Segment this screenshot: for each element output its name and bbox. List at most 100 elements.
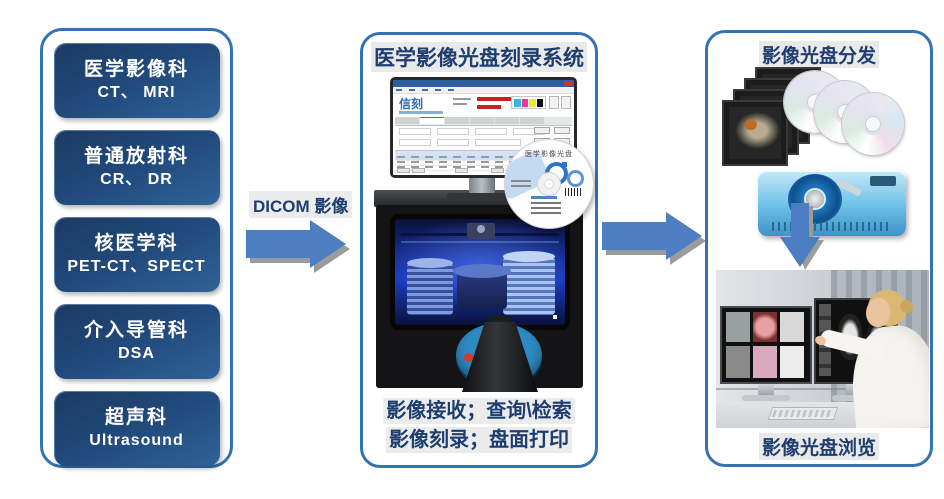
ink-level-indicator [511,96,546,109]
drive-vents [772,222,892,231]
form-button [554,127,570,134]
bottom-button [455,168,468,173]
endoscopy-thumbnail [753,312,777,342]
diagnostic-monitor-left [720,306,812,384]
disc-center-hole [538,173,560,195]
right-arrow-icon [246,220,350,273]
disc-spindle-right [503,251,555,315]
disc-spindle-left [407,258,453,315]
monitor-stand-neck [469,178,495,196]
toolbar-button [561,96,571,109]
burning-software-screenshot: 信刻 [393,80,574,175]
dept-modalities: DSA [118,344,155,362]
drive-hub [806,190,824,208]
tab [495,117,519,124]
radiologist-viewing-photo [716,270,929,428]
screen-titlebar [393,80,574,87]
departments-panel: 医学影像科 CT、 MRI 普通放射科 CR、 DR 核医学科 PET-CT、S… [40,28,233,468]
form-field [475,128,507,135]
black-ink-chip [536,99,543,107]
dept-box-ultrasound: 超声科 Ultrasound [53,391,220,466]
tab-active [420,117,444,124]
disc-drive-device [758,170,906,236]
dept-name: 超声科 [104,406,168,428]
screen-menubar [393,87,574,94]
dept-name: 医学影像科 [83,58,189,80]
patient-info-header-bar [531,196,557,199]
scan-thumbnail [726,346,750,378]
histology-thumbnail [753,346,777,378]
monitor-stand [758,384,774,396]
dept-box-nuclear-medicine: 核医学科 PET-CT、SPECT [53,217,220,292]
mri-image [729,107,781,159]
magenta-ink-chip [521,99,528,107]
output-spindle-knob [489,315,511,325]
disc-art-square [562,162,567,167]
dept-name: 普通放射科 [83,145,189,167]
row-text [397,161,567,163]
dept-modalities: CR、 DR [100,170,173,188]
status-label-bar [453,103,467,105]
center-panel-title: 医学影像光盘刻录系统 [371,42,587,72]
row-text [397,166,567,168]
table-row-selected [395,155,572,161]
disc-info-line [511,180,531,182]
status-warning-bar [477,97,513,101]
logo-subtitle-bar [399,111,443,114]
mri-slice-frame-front [722,100,788,166]
dept-modalities: CT、 MRI [97,83,176,101]
down-arrow-icon [780,203,824,270]
table-row [395,165,572,171]
close-icon [564,81,573,86]
dept-name: 核医学科 [94,232,179,254]
tab [470,117,494,124]
barcode-icon [565,188,583,196]
table-row [395,160,572,166]
table-header [395,150,572,156]
printer-tray [453,264,511,309]
monitor-stand-base [447,193,519,200]
dept-name: 介入导管科 [83,319,189,341]
dept-modalities: Ultrasound [89,431,184,449]
dept-box-radiology-imaging: 医学影像科 CT、 MRI [53,43,220,118]
form-dropdown [475,139,521,146]
drive-port [870,176,896,186]
bottom-button [491,168,504,173]
tab [445,117,469,124]
status-label-bar [453,98,471,100]
patient-info-line [531,207,561,209]
dept-box-interventional: 介入导管科 DSA [53,304,220,379]
yellow-ink-chip [529,99,536,107]
disc-art-ring [567,170,584,187]
burning-system-panel: 医学影像光盘刻录系统 信刻 [360,32,598,468]
bottom-button [412,168,425,173]
machine-window [390,214,570,330]
screen-tabs [395,117,572,126]
menu-items [396,89,456,91]
robotic-rail-highlight [401,241,559,243]
scan-thumbnail [780,312,804,342]
center-caption-line1: 影像接收；查询\检索 [383,398,575,424]
center-caption-line2: 影像刻录；盘面打印 [386,427,572,453]
form-field [399,128,431,135]
right-panel-title: 影像光盘分发 [758,41,880,68]
monitor-base [742,395,790,401]
tab [520,117,544,124]
printed-disc-sample: 医学影像光盘 [505,140,593,228]
form-button [534,127,550,134]
keyboard [767,407,839,420]
distribution-panel: 影像光盘分发 [705,30,933,467]
cd-disc-icon [842,93,904,155]
form-field [437,139,469,146]
status-led [553,315,557,319]
software-logo: 信刻 [399,97,424,111]
dicom-flow-label: DICOM 影像 [249,191,353,218]
status-warning-bar [477,105,501,109]
xray-thumbnail [726,312,750,342]
toolbar-button [549,96,559,109]
dept-modalities: PET-CT、SPECT [67,257,206,275]
radiologist-hair-bun [900,300,913,313]
patient-info-line [531,202,561,204]
radiologist-face [866,298,890,327]
